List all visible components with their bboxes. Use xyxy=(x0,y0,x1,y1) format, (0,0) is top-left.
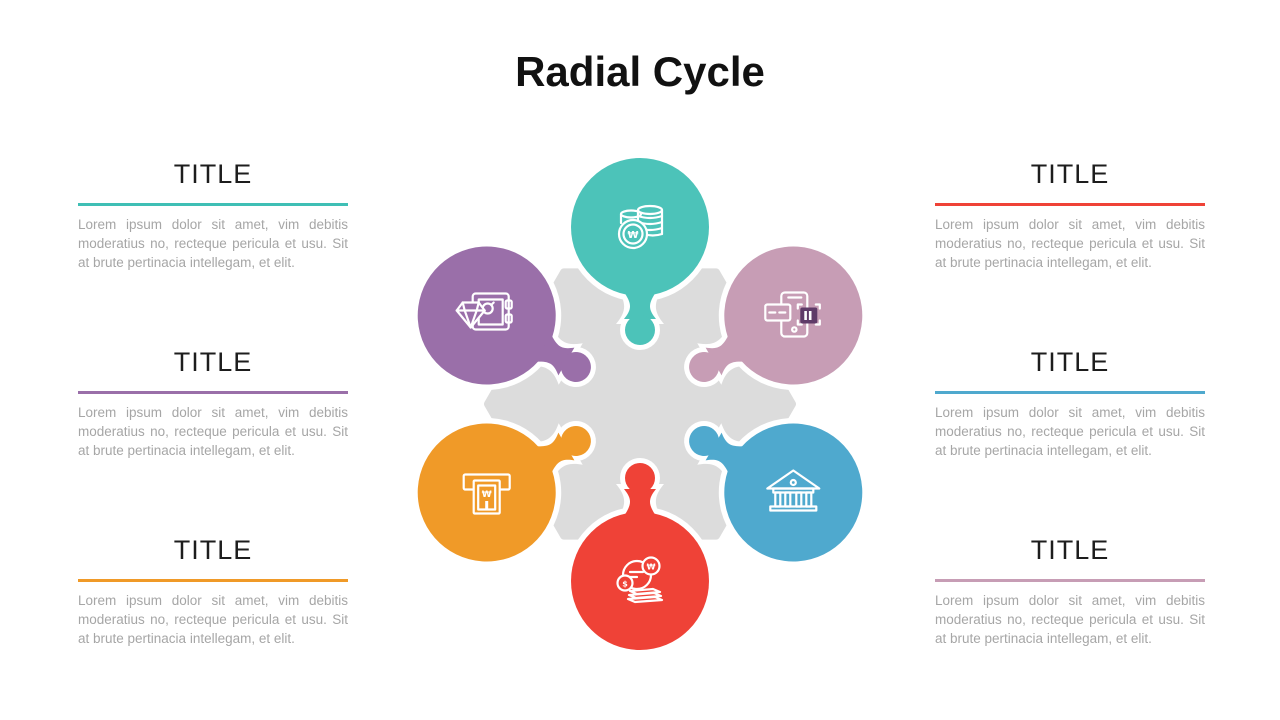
item-knob xyxy=(625,463,655,493)
accent-line xyxy=(78,391,348,394)
item-teardrop xyxy=(565,154,715,350)
accent-line xyxy=(935,391,1205,394)
item-circle xyxy=(417,246,556,385)
accent-line xyxy=(935,579,1205,582)
block-body: Lorem ipsum dolor sit amet, vim debitis … xyxy=(78,404,348,459)
item-neck xyxy=(535,334,575,376)
block-title: TITLE xyxy=(1030,159,1110,189)
atm-icon: ₩ xyxy=(462,473,511,515)
safe-diamond-icon xyxy=(455,292,513,331)
diagram-item-mobile-payment xyxy=(684,241,868,390)
block-title: TITLE xyxy=(173,159,253,189)
text-block-right-top: TITLE Lorem ipsum dolor sit amet, vim de… xyxy=(935,160,1205,272)
block-body: Lorem ipsum dolor sit amet, vim debitis … xyxy=(78,216,348,271)
accent-line xyxy=(78,203,348,206)
svg-text:₩: ₩ xyxy=(647,563,656,572)
radial-cycle-diagram: ₩ xyxy=(412,154,868,654)
scan-code xyxy=(800,307,818,324)
text-block-left-top: TITLE Lorem ipsum dolor sit amet, vim de… xyxy=(78,160,348,272)
diagram-item-safe-deposit xyxy=(412,241,596,390)
text-block-right-middle: TITLE Lorem ipsum dolor sit amet, vim de… xyxy=(935,348,1205,460)
block-body: Lorem ipsum dolor sit amet, vim debitis … xyxy=(935,592,1205,647)
mobile-payment-icon xyxy=(764,291,821,338)
block-title: TITLE xyxy=(173,535,253,565)
slide-title: Radial Cycle xyxy=(515,48,765,95)
text-block-left-middle: TITLE Lorem ipsum dolor sit amet, vim de… xyxy=(78,348,348,460)
block-title: TITLE xyxy=(1030,535,1110,565)
center-shape xyxy=(484,268,796,540)
block-body: Lorem ipsum dolor sit amet, vim debitis … xyxy=(935,404,1205,459)
item-neck xyxy=(705,334,745,376)
accent-line xyxy=(78,579,348,582)
block-body: Lorem ipsum dolor sit amet, vim debitis … xyxy=(935,216,1205,271)
diagram-item-bank xyxy=(684,418,868,567)
svg-text:₩: ₩ xyxy=(482,490,492,500)
text-block-left-bottom: TITLE Lorem ipsum dolor sit amet, vim de… xyxy=(78,536,348,648)
accent-line xyxy=(935,203,1205,206)
item-knob xyxy=(560,352,591,382)
item-knob xyxy=(689,352,720,382)
block-body: Lorem ipsum dolor sit amet, vim debitis … xyxy=(78,592,348,647)
item-neck xyxy=(535,432,575,474)
text-block-right-bottom: TITLE Lorem ipsum dolor sit amet, vim de… xyxy=(935,536,1205,648)
currency-exchange-icon: ₩ $ xyxy=(616,556,664,604)
svg-text:$: $ xyxy=(622,580,628,589)
diagram-item-atm: ₩ xyxy=(412,418,596,567)
bank-icon xyxy=(766,469,821,512)
item-knob xyxy=(560,426,591,456)
item-neck xyxy=(624,292,656,319)
item-teardrop xyxy=(412,241,596,390)
coins-icon: ₩ xyxy=(617,204,664,250)
item-neck xyxy=(624,489,656,516)
diagram-item-currency-exchange: ₩ $ xyxy=(565,458,715,654)
block-title: TITLE xyxy=(173,347,253,377)
diagram-item-coins: ₩ xyxy=(565,154,715,350)
item-knob xyxy=(689,426,720,456)
item-knob xyxy=(625,315,655,345)
block-title: TITLE xyxy=(1030,347,1110,377)
svg-text:₩: ₩ xyxy=(627,230,638,241)
item-neck xyxy=(705,432,745,474)
